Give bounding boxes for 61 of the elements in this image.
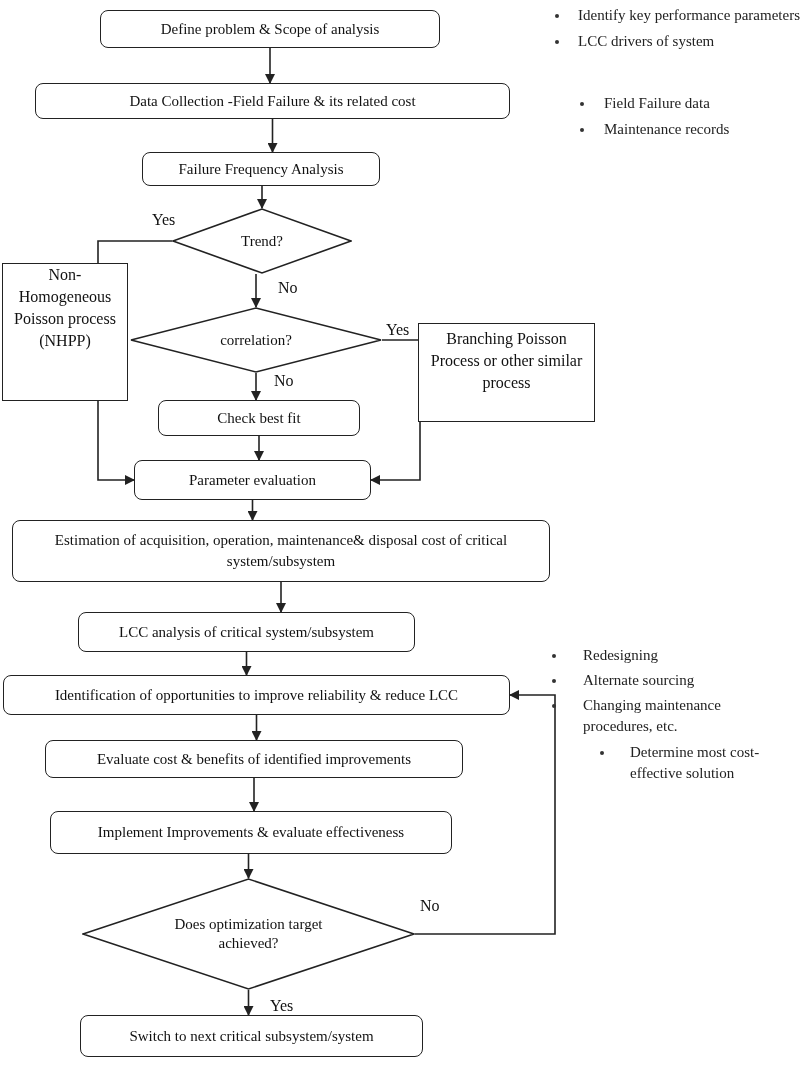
note-text: Identify key performance parameters	[578, 6, 800, 25]
process-box	[78, 612, 415, 652]
arrow	[241, 651, 252, 676]
process-box	[12, 520, 550, 582]
note-text: Maintenance records	[604, 120, 731, 139]
process-box	[45, 740, 463, 778]
box-text: Identification of opportunities to improve reliability & reduce LCC	[54, 685, 459, 705]
note-text: Changing maintenance procedures, etc.	[583, 696, 722, 736]
decision-diamond	[82, 878, 415, 990]
process-box	[80, 1015, 423, 1057]
box-text: Switch to next critical subsystem/system	[129, 1026, 374, 1046]
box-text: Estimation of acquisition, operation, maintenance& disposal cost of critical system/subsystem	[53, 531, 509, 571]
decision-diamond	[130, 307, 382, 373]
box-text: LCC analysis of critical system/subsystem	[119, 622, 374, 642]
edge-label: No	[418, 898, 442, 914]
process-box	[2, 263, 128, 401]
arrow	[249, 777, 259, 812]
process-box	[50, 811, 452, 854]
process-box	[100, 10, 440, 48]
process-box	[35, 83, 510, 119]
process-box	[142, 152, 380, 186]
arrow	[243, 989, 254, 1016]
process-box	[3, 675, 510, 715]
box-text: Failure Frequency Analysis	[178, 159, 344, 179]
arrow	[370, 421, 421, 485]
edge-label: Yes	[150, 212, 178, 228]
arrow	[267, 118, 278, 153]
note-text: Alternate sourcing	[583, 671, 696, 690]
arrow	[276, 581, 286, 613]
box-text: Branching Poisson Process or other similar process	[429, 329, 584, 394]
decision-text: Trend?	[240, 231, 284, 251]
arrow	[251, 372, 261, 401]
arrow	[251, 714, 262, 741]
arrow	[414, 690, 556, 935]
box-text: Evaluate cost & benefits of identified improvements	[96, 749, 412, 769]
arrow	[265, 47, 275, 84]
box-text: Non-Homogeneous Poisson process (NHPP)	[13, 265, 117, 352]
note-text: Determine most cost-effective solution	[630, 743, 761, 783]
box-text: Data Collection -Field Failure & its related cost	[129, 91, 416, 111]
box-text: Check best fit	[217, 408, 301, 428]
edge-label: No	[272, 373, 296, 389]
arrow	[251, 273, 261, 308]
process-box	[134, 460, 371, 500]
decision-text: correlation?	[219, 330, 293, 350]
edge-label: Yes	[268, 998, 296, 1014]
arrow	[97, 400, 135, 485]
arrow	[257, 185, 267, 209]
arrow	[243, 853, 254, 879]
edge-label: Yes	[384, 322, 412, 338]
box-text: Define problem & Scope of analysis	[160, 19, 380, 39]
box-text: Implement Improvements & evaluate effectiveness	[97, 823, 405, 843]
process-box	[418, 323, 595, 422]
note-text: Redesigning	[583, 646, 659, 665]
decision-text: Does optimization target achieved?	[173, 915, 324, 953]
note-text: LCC drivers of system	[578, 32, 716, 51]
box-text: Parameter evaluation	[189, 470, 316, 490]
process-box	[158, 400, 360, 436]
arrow	[247, 499, 258, 521]
edge-label: No	[276, 280, 300, 296]
arrow	[254, 435, 264, 461]
note-text: Field Failure data	[604, 94, 711, 113]
